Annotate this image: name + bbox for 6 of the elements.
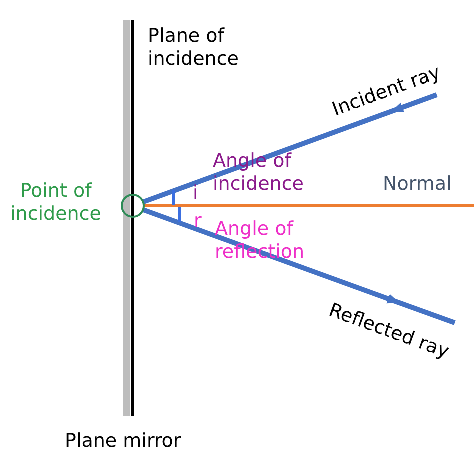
plane-label: Plane of incidence <box>148 25 240 71</box>
point-label: Point of incidence <box>10 180 102 226</box>
angle-symbol: i <box>193 182 198 205</box>
normal-label: Normal <box>383 173 452 196</box>
mirror-label: Plane mirror <box>65 430 182 453</box>
angle-symbol: r <box>194 210 202 233</box>
